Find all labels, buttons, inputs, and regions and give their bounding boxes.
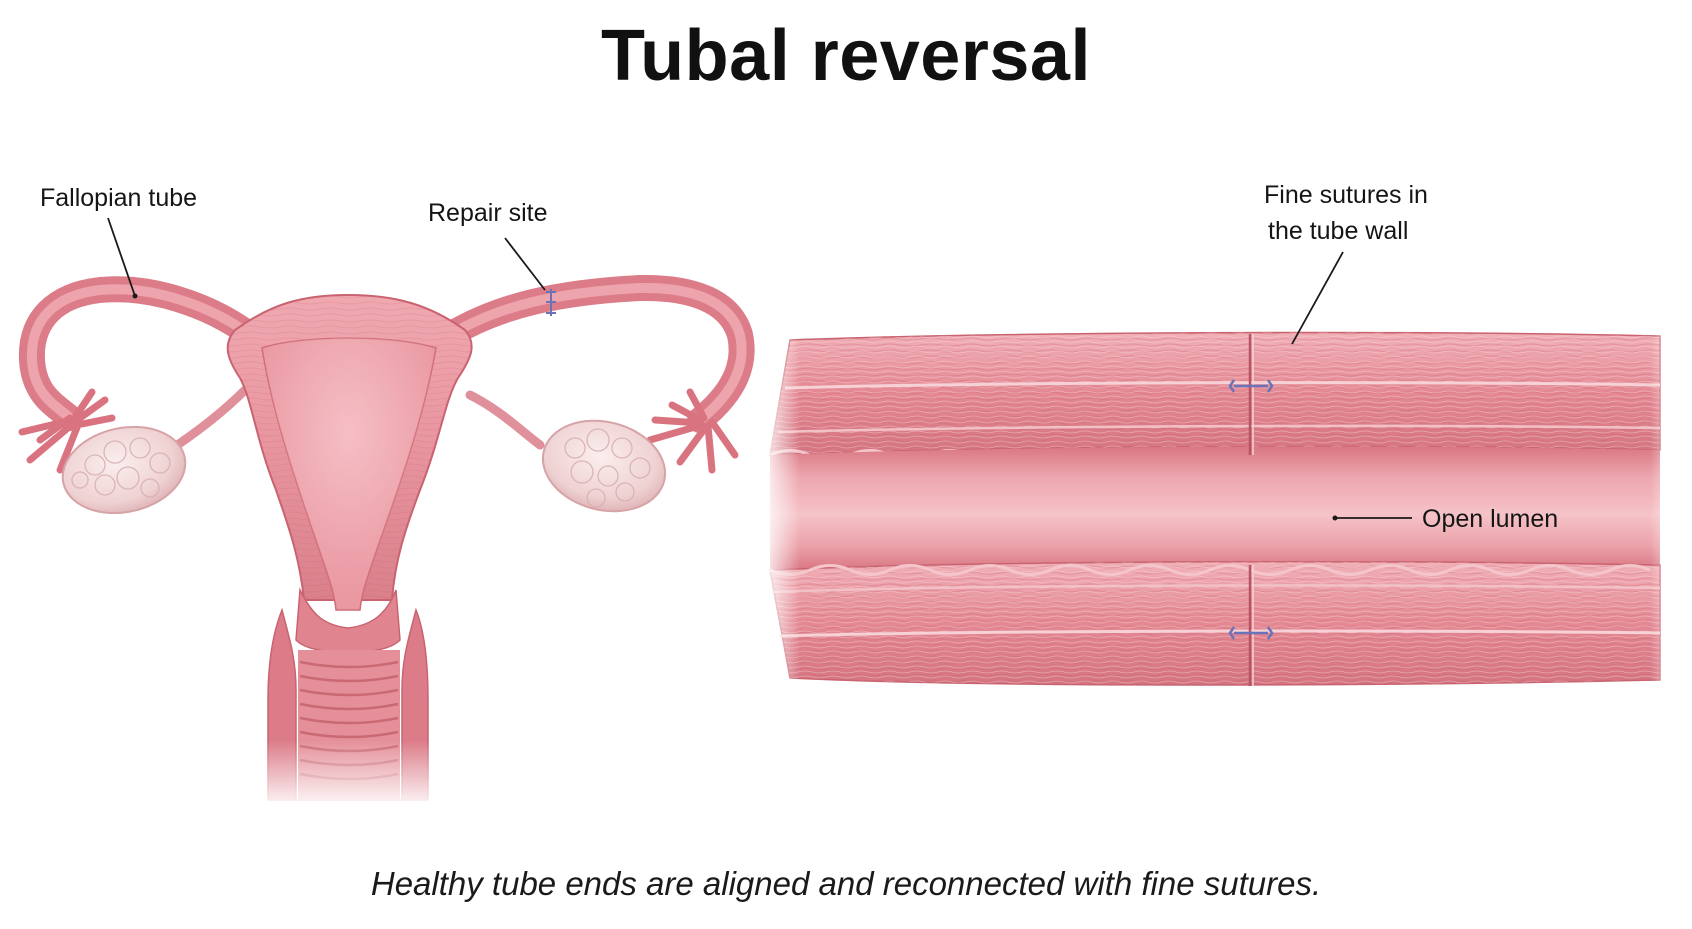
label-repair-site: Repair site: [428, 199, 548, 227]
tube-cross-section: [760, 320, 1692, 700]
label-open-lumen: Open lumen: [1422, 505, 1559, 533]
label-fallopian-tube: Fallopian tube: [40, 184, 198, 212]
caption: Healthy tube ends are aligned and reconn…: [370, 865, 1322, 902]
uterus-illustration: [18, 274, 755, 810]
left-fallopian-tube: [18, 276, 263, 431]
repair-site-leader: [504, 237, 546, 291]
right-ovary: [541, 419, 667, 513]
upper-suture: [1228, 379, 1274, 393]
tube-lumen: [770, 446, 1660, 570]
page-title: Tubal reversal: [601, 16, 1091, 96]
left-fimbriae: [18, 388, 116, 474]
left-ovary: [61, 425, 187, 515]
label-fine-sutures-line2: the tube wall: [1268, 217, 1409, 245]
label-fine-sutures-line1: Fine sutures in: [1264, 181, 1428, 209]
right-fimbriae: [646, 388, 739, 474]
repair-site-sutures: [546, 289, 556, 316]
fine-sutures-leader: [1291, 251, 1344, 345]
fallopian-tube-leader: [107, 217, 136, 297]
lower-suture: [1228, 626, 1274, 640]
